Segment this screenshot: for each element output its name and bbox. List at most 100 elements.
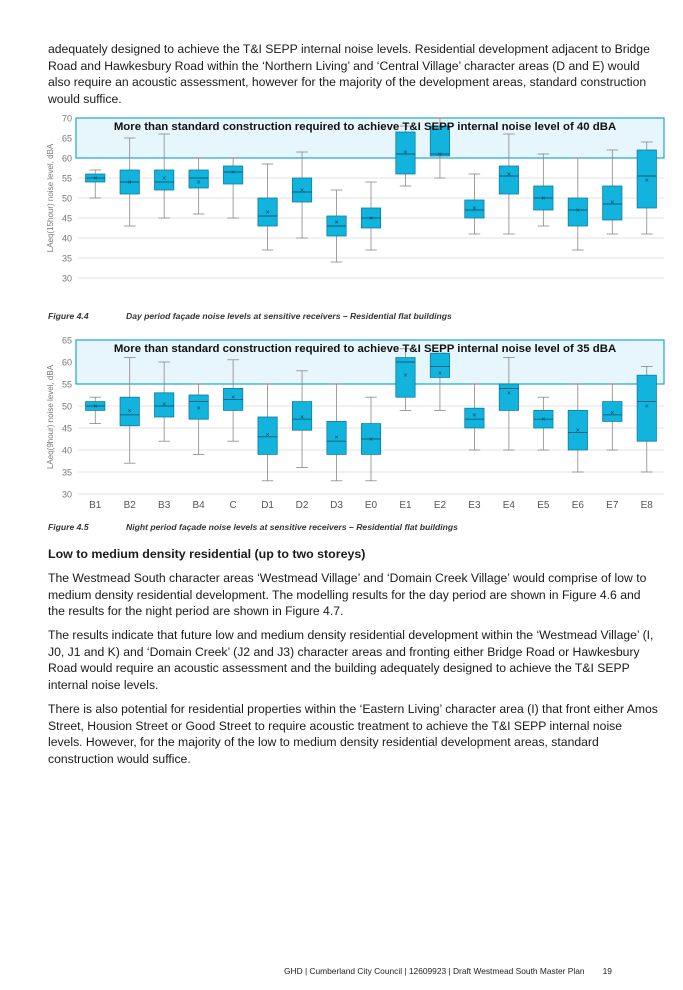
box-E1 <box>395 357 416 398</box>
y-tick-label: 35 <box>62 468 72 478</box>
mean-marker: × <box>128 408 132 415</box>
mean-marker: × <box>369 216 373 223</box>
x-tick-label: E5 <box>537 500 550 511</box>
x-tick-label: D2 <box>296 500 309 511</box>
box-E7 <box>602 401 623 422</box>
mean-marker: × <box>300 415 304 422</box>
box-E3 <box>464 199 485 219</box>
box-E4 <box>498 383 519 411</box>
mean-marker: × <box>162 401 166 408</box>
box-B3 <box>154 392 175 418</box>
page-number: 19 <box>602 966 612 976</box>
mean-marker: × <box>576 428 580 435</box>
y-tick-label: 45 <box>62 424 72 434</box>
y-tick-label: 60 <box>62 154 72 164</box>
mean-marker: × <box>576 208 580 215</box>
y-tick-label: 50 <box>62 402 72 412</box>
page-footer: GHD | Cumberland City Council | 12609923… <box>284 966 612 976</box>
x-tick-label: E6 <box>572 500 585 511</box>
y-tick-label: 30 <box>62 274 72 284</box>
box-E8 <box>636 149 657 209</box>
mean-marker: × <box>334 434 338 441</box>
y-tick-label: 55 <box>62 380 72 390</box>
section-heading: Low to medium density residential (up to… <box>48 547 366 561</box>
mean-marker: × <box>610 200 614 207</box>
mean-marker: × <box>438 152 442 159</box>
intro-paragraph: adequately designed to achieve the T&I S… <box>48 42 650 106</box>
box-B4 <box>188 394 209 420</box>
figure-number: Figure 4.4 <box>48 311 89 321</box>
mean-marker: × <box>162 176 166 183</box>
mean-marker: × <box>231 170 235 177</box>
figure-title: Night period façade noise levels at sens… <box>126 522 458 532</box>
box-E8 <box>636 374 657 442</box>
footer-text: GHD | Cumberland City Council | 12609923… <box>284 966 585 976</box>
y-axis-label: LAeq(15hour) noise level, dBA <box>46 143 55 252</box>
box-E2 <box>429 125 450 157</box>
mean-marker: × <box>197 406 201 413</box>
mean-marker: × <box>541 196 545 203</box>
mean-marker: × <box>645 404 649 411</box>
y-tick-label: 35 <box>62 254 72 264</box>
mean-marker: × <box>610 410 614 417</box>
y-tick-label: 65 <box>62 134 72 144</box>
box-B3 <box>154 169 175 191</box>
box-B4 <box>188 169 209 189</box>
box-E6 <box>567 410 588 451</box>
y-tick-label: 40 <box>62 446 72 456</box>
y-tick-label: 30 <box>62 490 72 500</box>
mean-marker: × <box>300 188 304 195</box>
x-tick-label: E3 <box>468 500 481 511</box>
x-tick-label: B3 <box>158 500 171 511</box>
y-tick-label: 70 <box>62 114 72 124</box>
x-tick-label: E1 <box>399 500 412 511</box>
box-D2 <box>292 401 313 431</box>
body-paragraph: There is also potential for residential … <box>48 702 658 766</box>
x-tick-label: E0 <box>365 500 378 511</box>
box-E7 <box>602 185 623 221</box>
x-tick-label: E7 <box>606 500 619 511</box>
x-tick-label: B2 <box>124 500 137 511</box>
x-tick-label: E4 <box>503 500 516 511</box>
box-E3 <box>464 407 485 429</box>
mean-marker: × <box>369 437 373 444</box>
mean-marker: × <box>266 432 270 439</box>
y-tick-label: 55 <box>62 174 72 184</box>
box-D1 <box>257 197 278 227</box>
threshold-label: More than standard construction required… <box>114 121 616 133</box>
mean-marker: × <box>507 172 511 179</box>
x-tick-label: B1 <box>89 500 102 511</box>
box-D2 <box>292 177 313 203</box>
x-tick-label: E8 <box>641 500 654 511</box>
box-D3 <box>326 421 347 455</box>
threshold-region <box>75 117 665 159</box>
mean-marker: × <box>438 371 442 378</box>
mean-marker: × <box>507 390 511 397</box>
mean-marker: × <box>266 210 270 217</box>
figure-4-5-caption: Figure 4.5 Night period façade noise leve… <box>48 522 458 532</box>
threshold-label: More than standard construction required… <box>114 343 616 355</box>
x-tick-label: D3 <box>330 500 343 511</box>
box-D1 <box>257 416 278 455</box>
box-E4 <box>498 165 519 195</box>
box-E2 <box>429 352 450 378</box>
y-axis-label: LAeq(9hour) noise level, dBA <box>46 364 55 469</box>
body-paragraph: The results indicate that future low and… <box>48 628 654 692</box>
y-tick-label: 65 <box>62 336 72 346</box>
box-E1 <box>395 131 416 175</box>
y-tick-label: 45 <box>62 214 72 224</box>
y-tick-label: 60 <box>62 358 72 368</box>
mean-marker: × <box>472 206 476 213</box>
box-B2 <box>119 396 140 427</box>
y-tick-label: 40 <box>62 234 72 244</box>
mean-marker: × <box>334 220 338 227</box>
x-tick-label: B4 <box>193 500 206 511</box>
threshold-region <box>75 339 665 385</box>
mean-marker: × <box>197 180 201 187</box>
mean-marker: × <box>128 180 132 187</box>
figure-number: Figure 4.5 <box>48 522 89 532</box>
